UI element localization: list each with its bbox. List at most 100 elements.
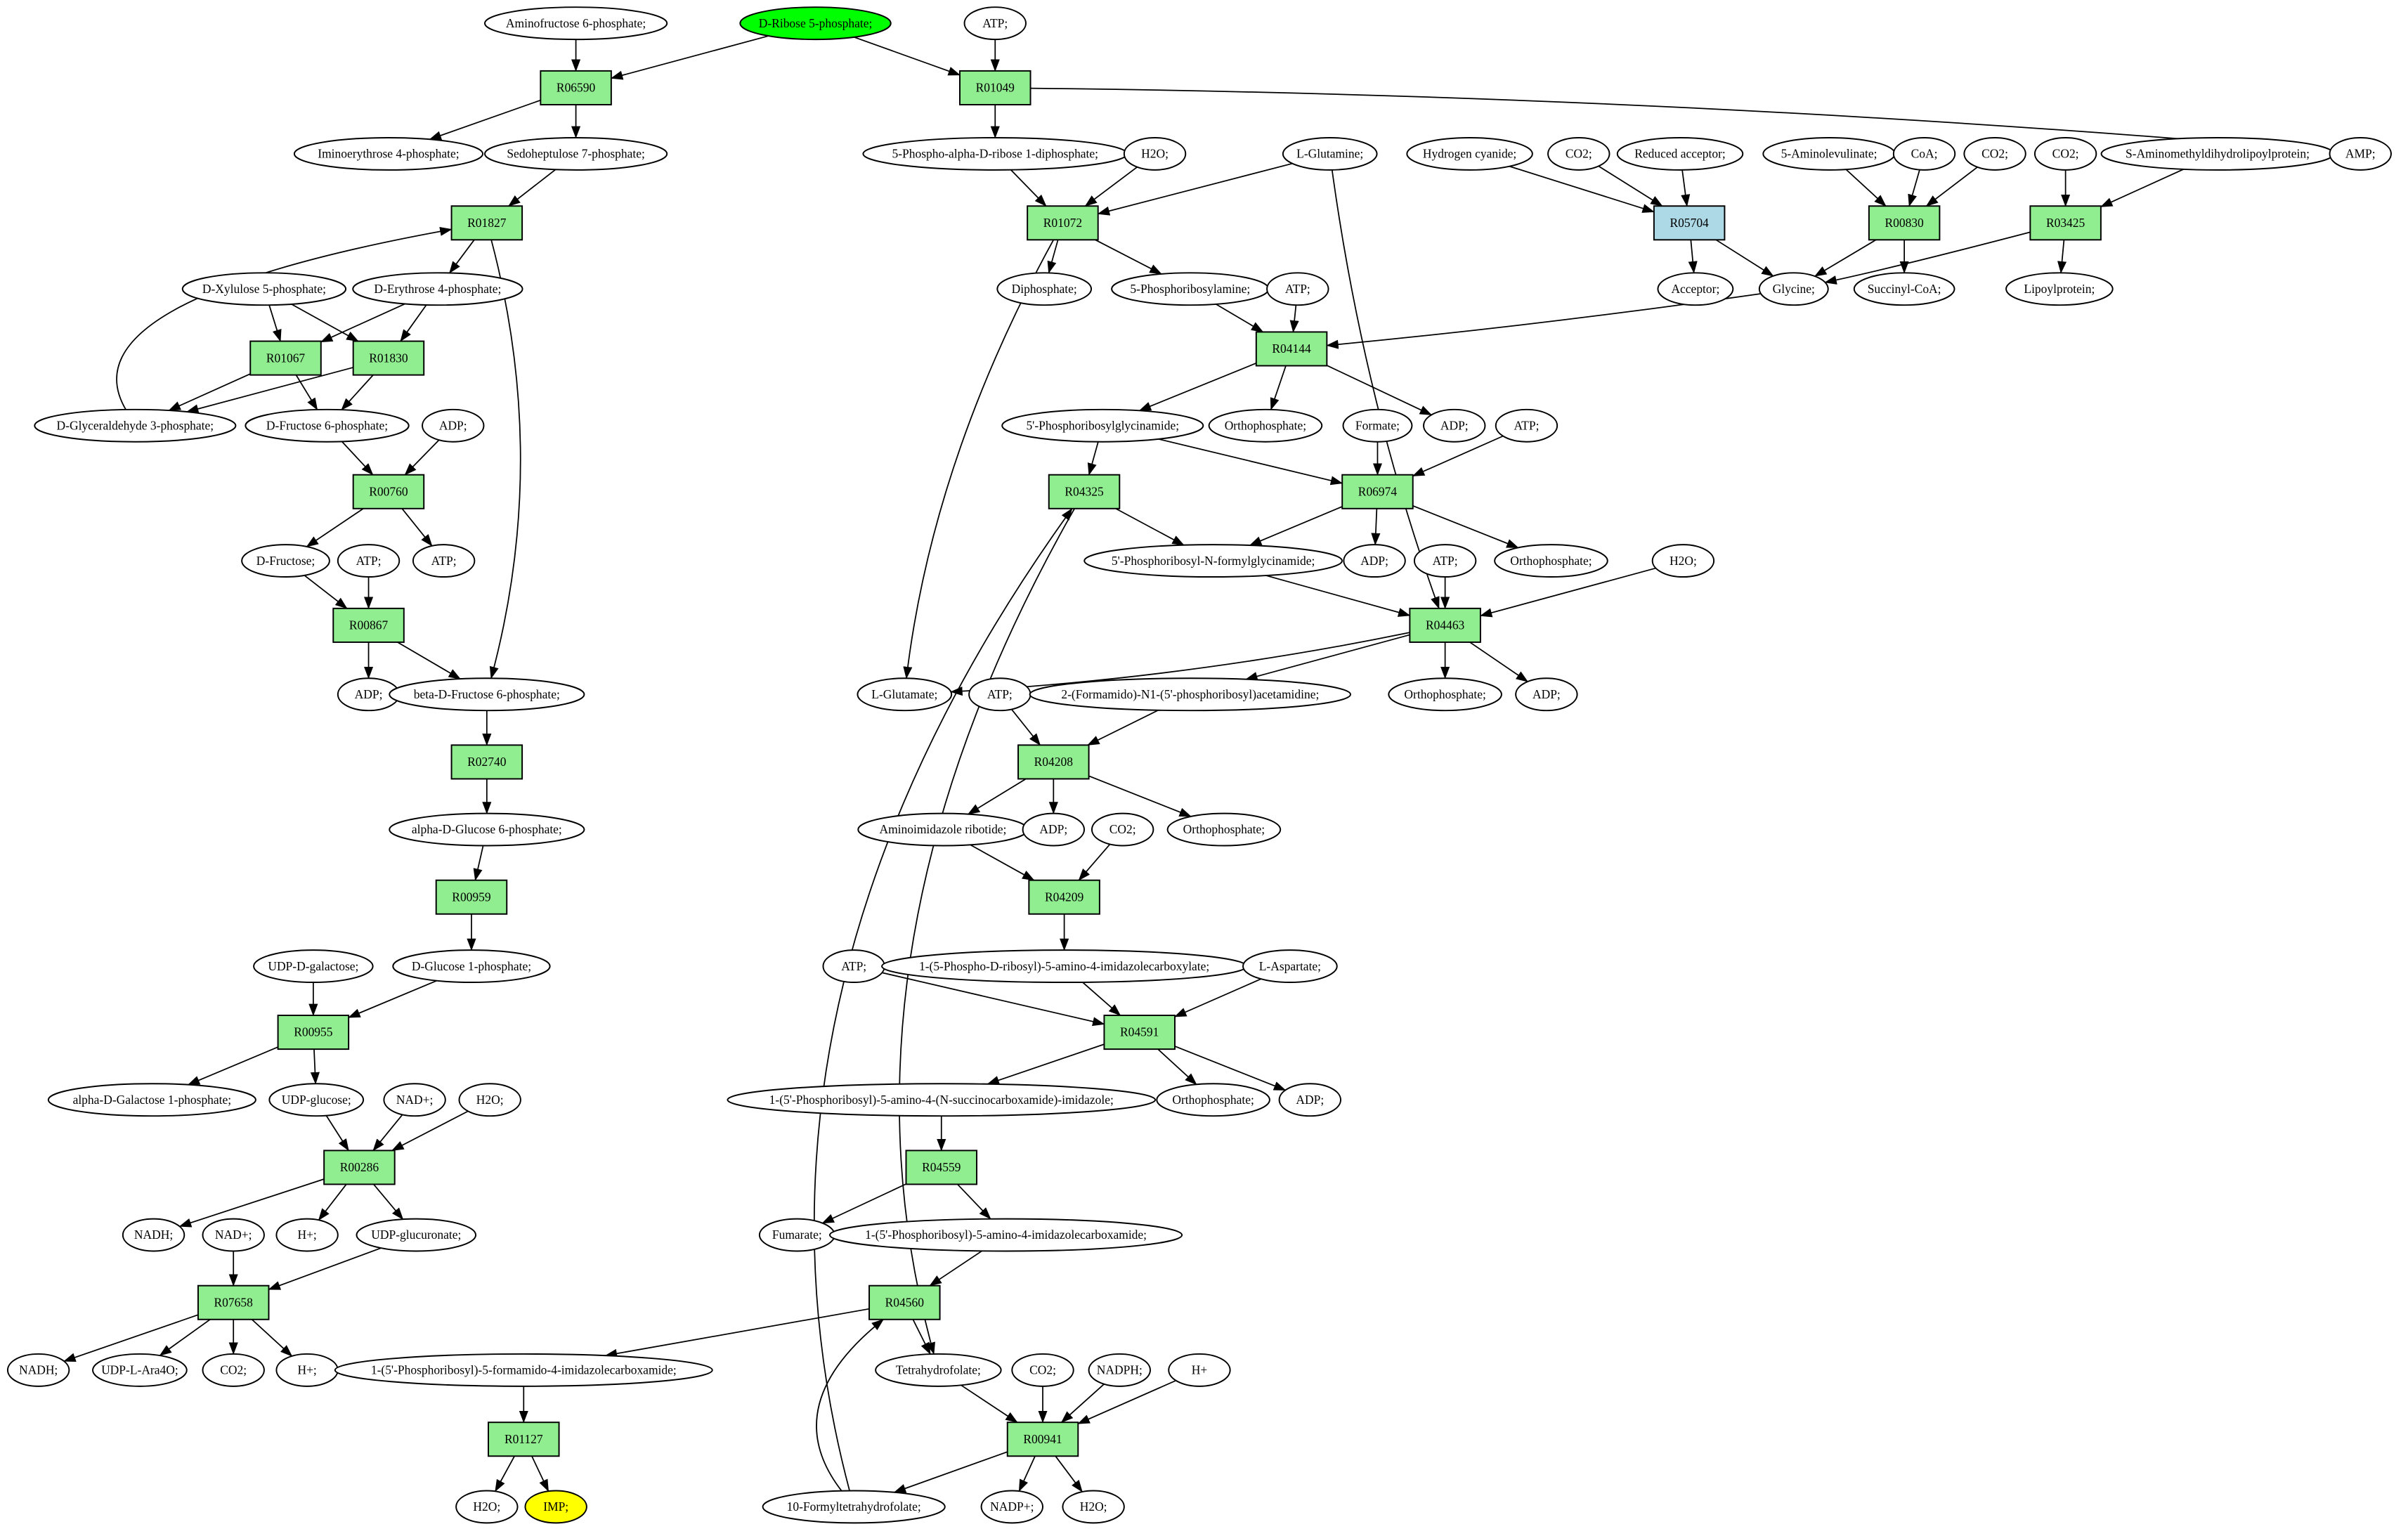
metabolite-node-nadph[interactable]: NADPH; [1088, 1353, 1151, 1387]
metabolite-ellipse-glycine[interactable] [1758, 272, 1829, 306]
metabolite-node-orthophosphate_4[interactable]: Orthophosphate; [1166, 812, 1282, 847]
metabolite-ellipse-adp_2[interactable] [1423, 408, 1486, 443]
metabolite-node-alpha_d_galactose_1p[interactable]: alpha-D-Galactose 1-phosphate; [47, 1083, 256, 1117]
metabolite-ellipse-succinyl_coa[interactable] [1853, 272, 1955, 306]
metabolite-node-aminofructose_6p[interactable]: Aminofructose 6-phosphate; [484, 6, 668, 41]
metabolite-node-nadp[interactable]: NADP+; [980, 1490, 1043, 1524]
metabolite-node-h2o_3[interactable]: H2O; [458, 1083, 521, 1117]
metabolite-ellipse-h2o_4[interactable] [455, 1490, 519, 1524]
reaction-node-r00286[interactable]: R00286 [323, 1150, 396, 1185]
metabolite-ellipse-adp_6[interactable] [1022, 812, 1086, 847]
reaction-box-r00955[interactable] [277, 1015, 350, 1050]
metabolite-node-glycine[interactable]: Glycine; [1758, 272, 1829, 306]
reaction-box-r04325[interactable] [1048, 474, 1121, 509]
metabolite-node-diphosphate[interactable]: Diphosphate; [996, 272, 1093, 306]
metabolite-ellipse-orthophosphate_1[interactable] [1208, 408, 1323, 443]
reaction-box-r00959[interactable] [435, 879, 508, 915]
reaction-node-r04208[interactable]: R04208 [1017, 744, 1090, 780]
reaction-box-r01067[interactable] [249, 340, 322, 376]
reaction-node-r01127[interactable]: R01127 [488, 1421, 560, 1457]
metabolite-node-formyl_thf[interactable]: 10-Formyltetrahydrofolate; [762, 1490, 946, 1524]
metabolite-node-sedoheptulose_7p[interactable]: Sedoheptulose 7-phosphate; [484, 136, 668, 171]
metabolite-node-atp_8[interactable]: ATP; [822, 949, 885, 984]
metabolite-ellipse-d_glyceraldehyde_3p[interactable] [34, 408, 237, 443]
metabolite-ellipse-imp[interactable] [524, 1490, 587, 1524]
reaction-box-r00286[interactable] [323, 1150, 396, 1185]
metabolite-node-nad_2[interactable]: NAD+; [202, 1218, 265, 1252]
metabolite-ellipse-l_glutamate[interactable] [857, 677, 953, 712]
reaction-box-r06974[interactable] [1341, 474, 1414, 509]
metabolite-ellipse-co2_1[interactable] [1547, 136, 1610, 171]
metabolite-ellipse-h_plus_3[interactable] [1168, 1353, 1231, 1387]
metabolite-node-nadh_2[interactable]: NADH; [6, 1353, 70, 1387]
reaction-box-r04463[interactable] [1409, 607, 1481, 643]
metabolite-node-orthophosphate_5[interactable]: Orthophosphate; [1156, 1083, 1270, 1117]
metabolite-ellipse-coa[interactable] [1892, 136, 1956, 171]
reaction-box-r00867[interactable] [332, 607, 405, 643]
metabolite-node-h2o_5[interactable]: H2O; [1062, 1490, 1125, 1524]
reaction-box-r07658[interactable] [197, 1284, 270, 1320]
reaction-node-r00941[interactable]: R00941 [1006, 1421, 1079, 1457]
metabolite-node-orthophosphate_1[interactable]: Orthophosphate; [1208, 408, 1323, 443]
metabolite-ellipse-udp_l_ara4o[interactable] [92, 1353, 188, 1387]
reaction-node-r00959[interactable]: R00959 [435, 879, 508, 915]
metabolite-node-udp_d_galactose[interactable]: UDP-D-galactose; [253, 949, 374, 984]
metabolite-node-cair[interactable]: 1-(5-Phospho-D-ribosyl)-5-amino-4-imidaz… [881, 949, 1248, 984]
metabolite-ellipse-co2_3[interactable] [2033, 136, 2097, 171]
metabolite-ellipse-atp_2[interactable] [1266, 272, 1329, 306]
reaction-box-r04144[interactable] [1255, 331, 1328, 367]
metabolite-ellipse-aicar[interactable] [828, 1218, 1183, 1252]
metabolite-ellipse-orthophosphate_5[interactable] [1156, 1083, 1270, 1117]
metabolite-node-phosphoribosylglycinamide[interactable]: 5'-Phosphoribosylglycinamide; [1001, 408, 1204, 443]
reaction-node-r04209[interactable]: R04209 [1028, 879, 1100, 915]
metabolite-ellipse-sedoheptulose_7p[interactable] [484, 136, 668, 171]
metabolite-ellipse-atp_3[interactable] [1495, 408, 1558, 443]
metabolite-ellipse-d_ribose_5p[interactable] [739, 6, 892, 41]
reaction-box-r01049[interactable] [959, 70, 1031, 105]
reaction-box-r00941[interactable] [1006, 1421, 1079, 1457]
metabolite-ellipse-udp_d_galactose[interactable] [253, 949, 374, 984]
metabolite-node-d_xylulose_5p[interactable]: D-Xylulose 5-phosphate; [181, 272, 347, 306]
reaction-box-r01827[interactable] [450, 205, 523, 241]
metabolite-node-h_plus_3[interactable]: H+ [1168, 1353, 1231, 1387]
reaction-node-r00760[interactable]: R00760 [352, 474, 425, 509]
metabolite-node-iminoerythrose_4p[interactable]: Iminoerythrose 4-phosphate; [293, 136, 484, 171]
metabolite-node-amp[interactable]: AMP; [2329, 136, 2392, 171]
metabolite-node-atp_3[interactable]: ATP; [1495, 408, 1558, 443]
metabolite-ellipse-l_aspartate[interactable] [1242, 949, 1338, 984]
metabolite-ellipse-nad_1[interactable] [383, 1083, 446, 1117]
metabolite-node-acceptor[interactable]: Acceptor; [1657, 272, 1734, 306]
metabolite-ellipse-h_plus_1[interactable] [275, 1218, 339, 1252]
metabolite-ellipse-saicar[interactable] [727, 1083, 1157, 1117]
metabolite-node-l_aspartate[interactable]: L-Aspartate; [1242, 949, 1338, 984]
reaction-box-r02740[interactable] [450, 744, 523, 780]
metabolite-node-co2_6[interactable]: CO2; [1011, 1353, 1074, 1387]
reaction-node-r06974[interactable]: R06974 [1341, 474, 1414, 509]
metabolite-ellipse-alpha_d_galactose_1p[interactable] [47, 1083, 256, 1117]
metabolite-ellipse-fprica[interactable] [334, 1353, 713, 1387]
metabolite-node-saicar[interactable]: 1-(5'-Phosphoribosyl)-5-amino-4-(N-succi… [727, 1083, 1157, 1117]
metabolite-node-adp_4[interactable]: ADP; [337, 677, 401, 712]
metabolite-node-nadh_1[interactable]: NADH; [122, 1218, 186, 1252]
metabolite-node-atp_5[interactable]: ATP; [412, 544, 476, 578]
metabolite-ellipse-h2o_5[interactable] [1062, 1490, 1125, 1524]
reaction-node-r00955[interactable]: R00955 [277, 1015, 350, 1050]
metabolite-ellipse-beta_d_fructose_6p[interactable] [389, 677, 585, 712]
metabolite-ellipse-formate[interactable] [1342, 408, 1413, 443]
metabolite-ellipse-h2o_2[interactable] [1651, 544, 1715, 578]
metabolite-node-atp_2[interactable]: ATP; [1266, 272, 1329, 306]
metabolite-node-d_fructose_6p[interactable]: D-Fructose 6-phosphate; [245, 408, 410, 443]
metabolite-node-aicar[interactable]: 1-(5'-Phosphoribosyl)-5-amino-4-imidazol… [828, 1218, 1183, 1252]
metabolite-node-prpp[interactable]: 5-Phospho-alpha-D-ribose 1-diphosphate; [862, 136, 1128, 171]
metabolite-ellipse-d_erythrose_4p[interactable] [352, 272, 523, 306]
reaction-box-r01830[interactable] [352, 340, 425, 376]
metabolite-ellipse-co2_4[interactable] [1091, 812, 1154, 847]
metabolite-node-l_glutamate[interactable]: L-Glutamate; [857, 677, 953, 712]
reaction-node-r04144[interactable]: R04144 [1255, 331, 1328, 367]
metabolite-ellipse-alpha_d_glucose_6p[interactable] [389, 812, 585, 847]
metabolite-node-udp_glucose[interactable]: UDP-glucose; [268, 1083, 365, 1117]
metabolite-ellipse-fgam[interactable] [1029, 677, 1351, 712]
metabolite-ellipse-nadh_2[interactable] [6, 1353, 70, 1387]
metabolite-node-udp_glucuronate[interactable]: UDP-glucuronate; [356, 1218, 477, 1252]
metabolite-node-d_glucose_1p[interactable]: D-Glucose 1-phosphate; [392, 949, 551, 984]
